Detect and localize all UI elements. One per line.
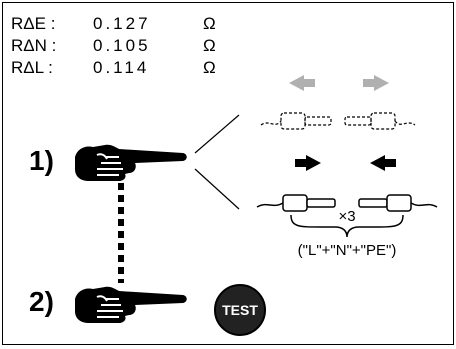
arrow-left-icon xyxy=(289,75,315,91)
test-button-label: TEST xyxy=(222,302,258,318)
probe-left-disconnected xyxy=(260,112,332,130)
pointing-hand-icon xyxy=(75,144,187,181)
reading-row-e: RΔE : 0.127 Ω xyxy=(11,13,231,35)
test-button[interactable]: TEST xyxy=(213,283,267,337)
arrow-right-icon xyxy=(295,155,321,171)
arrow-right-icon xyxy=(363,75,389,91)
reading-row-n: RΔN : 0.105 Ω xyxy=(11,35,231,57)
reading-unit-e: Ω xyxy=(203,14,216,33)
reading-value-l: 0.114 xyxy=(93,58,150,77)
conductors-text: ("L"+"N"+"PE") xyxy=(298,242,397,259)
repeat-count-text: ×3 xyxy=(338,208,355,225)
callout-line-top xyxy=(194,114,240,154)
step-one-label: 1) xyxy=(29,145,54,176)
reading-value-e: 0.127 xyxy=(93,14,151,33)
pointing-hand-icon xyxy=(75,286,187,323)
test-screen: RΔE : 0.127 Ω RΔN : 0.105 Ω RΔL : 0.114 … xyxy=(2,2,454,345)
step-two-label: 2) xyxy=(29,286,54,317)
probe-left-connected xyxy=(256,194,336,212)
repeat-brace xyxy=(290,214,404,238)
arrow-left-icon xyxy=(370,155,396,171)
reading-label-e: RΔE : xyxy=(11,14,56,33)
callout-line-bottom xyxy=(194,168,240,210)
probe-right-connected xyxy=(358,194,438,212)
instruction-diagram: ×3 ("L"+"N"+"PE") xyxy=(75,75,438,323)
reading-row-l: RΔL : 0.114 Ω xyxy=(11,57,231,79)
reading-value-n: 0.105 xyxy=(93,36,151,55)
reading-label-n: RΔN : xyxy=(11,36,57,55)
probe-right-disconnected xyxy=(344,112,416,130)
reading-unit-n: Ω xyxy=(203,36,216,55)
reading-label-l: RΔL : xyxy=(11,58,53,77)
reading-unit-l: Ω xyxy=(203,58,216,77)
